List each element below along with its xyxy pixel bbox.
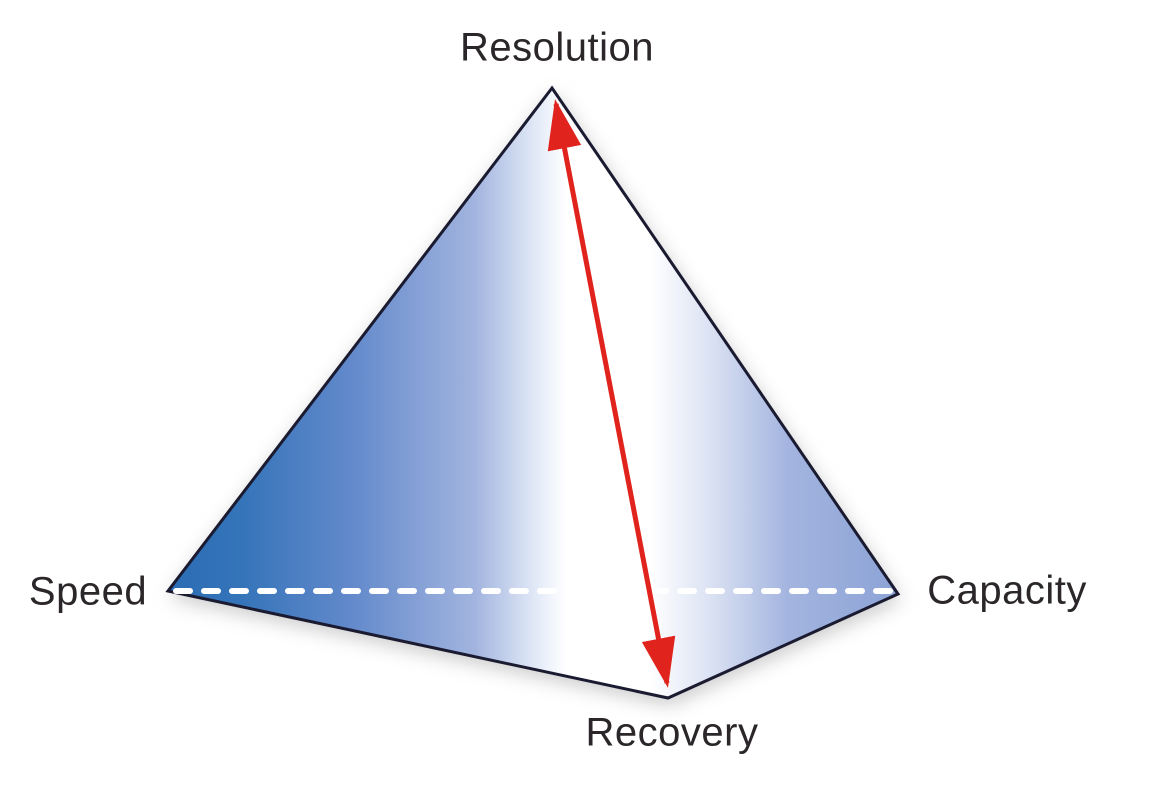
vertex-label-resolution: Resolution — [459, 25, 655, 70]
vertex-label-recovery: Recovery — [585, 710, 759, 755]
vertex-label-speed: Speed — [28, 569, 148, 614]
pyramid-face — [165, 85, 901, 700]
tradeoff-arrow-icon — [547, 99, 676, 688]
vertex-label-capacity: Capacity — [927, 568, 1087, 613]
